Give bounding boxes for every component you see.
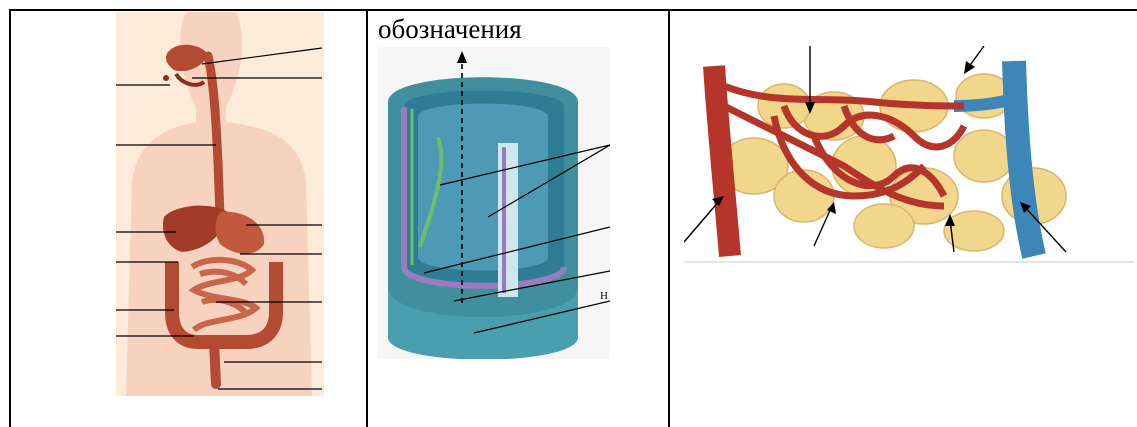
vessel-cut-face [498, 143, 518, 297]
digestive-system-figure [116, 12, 324, 396]
digestive-system-diagram [116, 12, 324, 396]
vessel-wall-cross-section: Н [378, 47, 610, 359]
mouth-marker [163, 75, 169, 81]
capillary-network-diagram [684, 46, 1134, 266]
rectum [214, 342, 216, 384]
table-divider-1 [366, 9, 368, 427]
caption-label: обозначения [378, 14, 522, 44]
capillary-figure [684, 46, 1134, 266]
table-left-border [9, 9, 11, 427]
table-top-border [9, 9, 1137, 11]
vessel-figure: Н [378, 47, 610, 359]
table-divider-2 [668, 9, 670, 427]
cross-section-mark: Н [600, 290, 608, 302]
